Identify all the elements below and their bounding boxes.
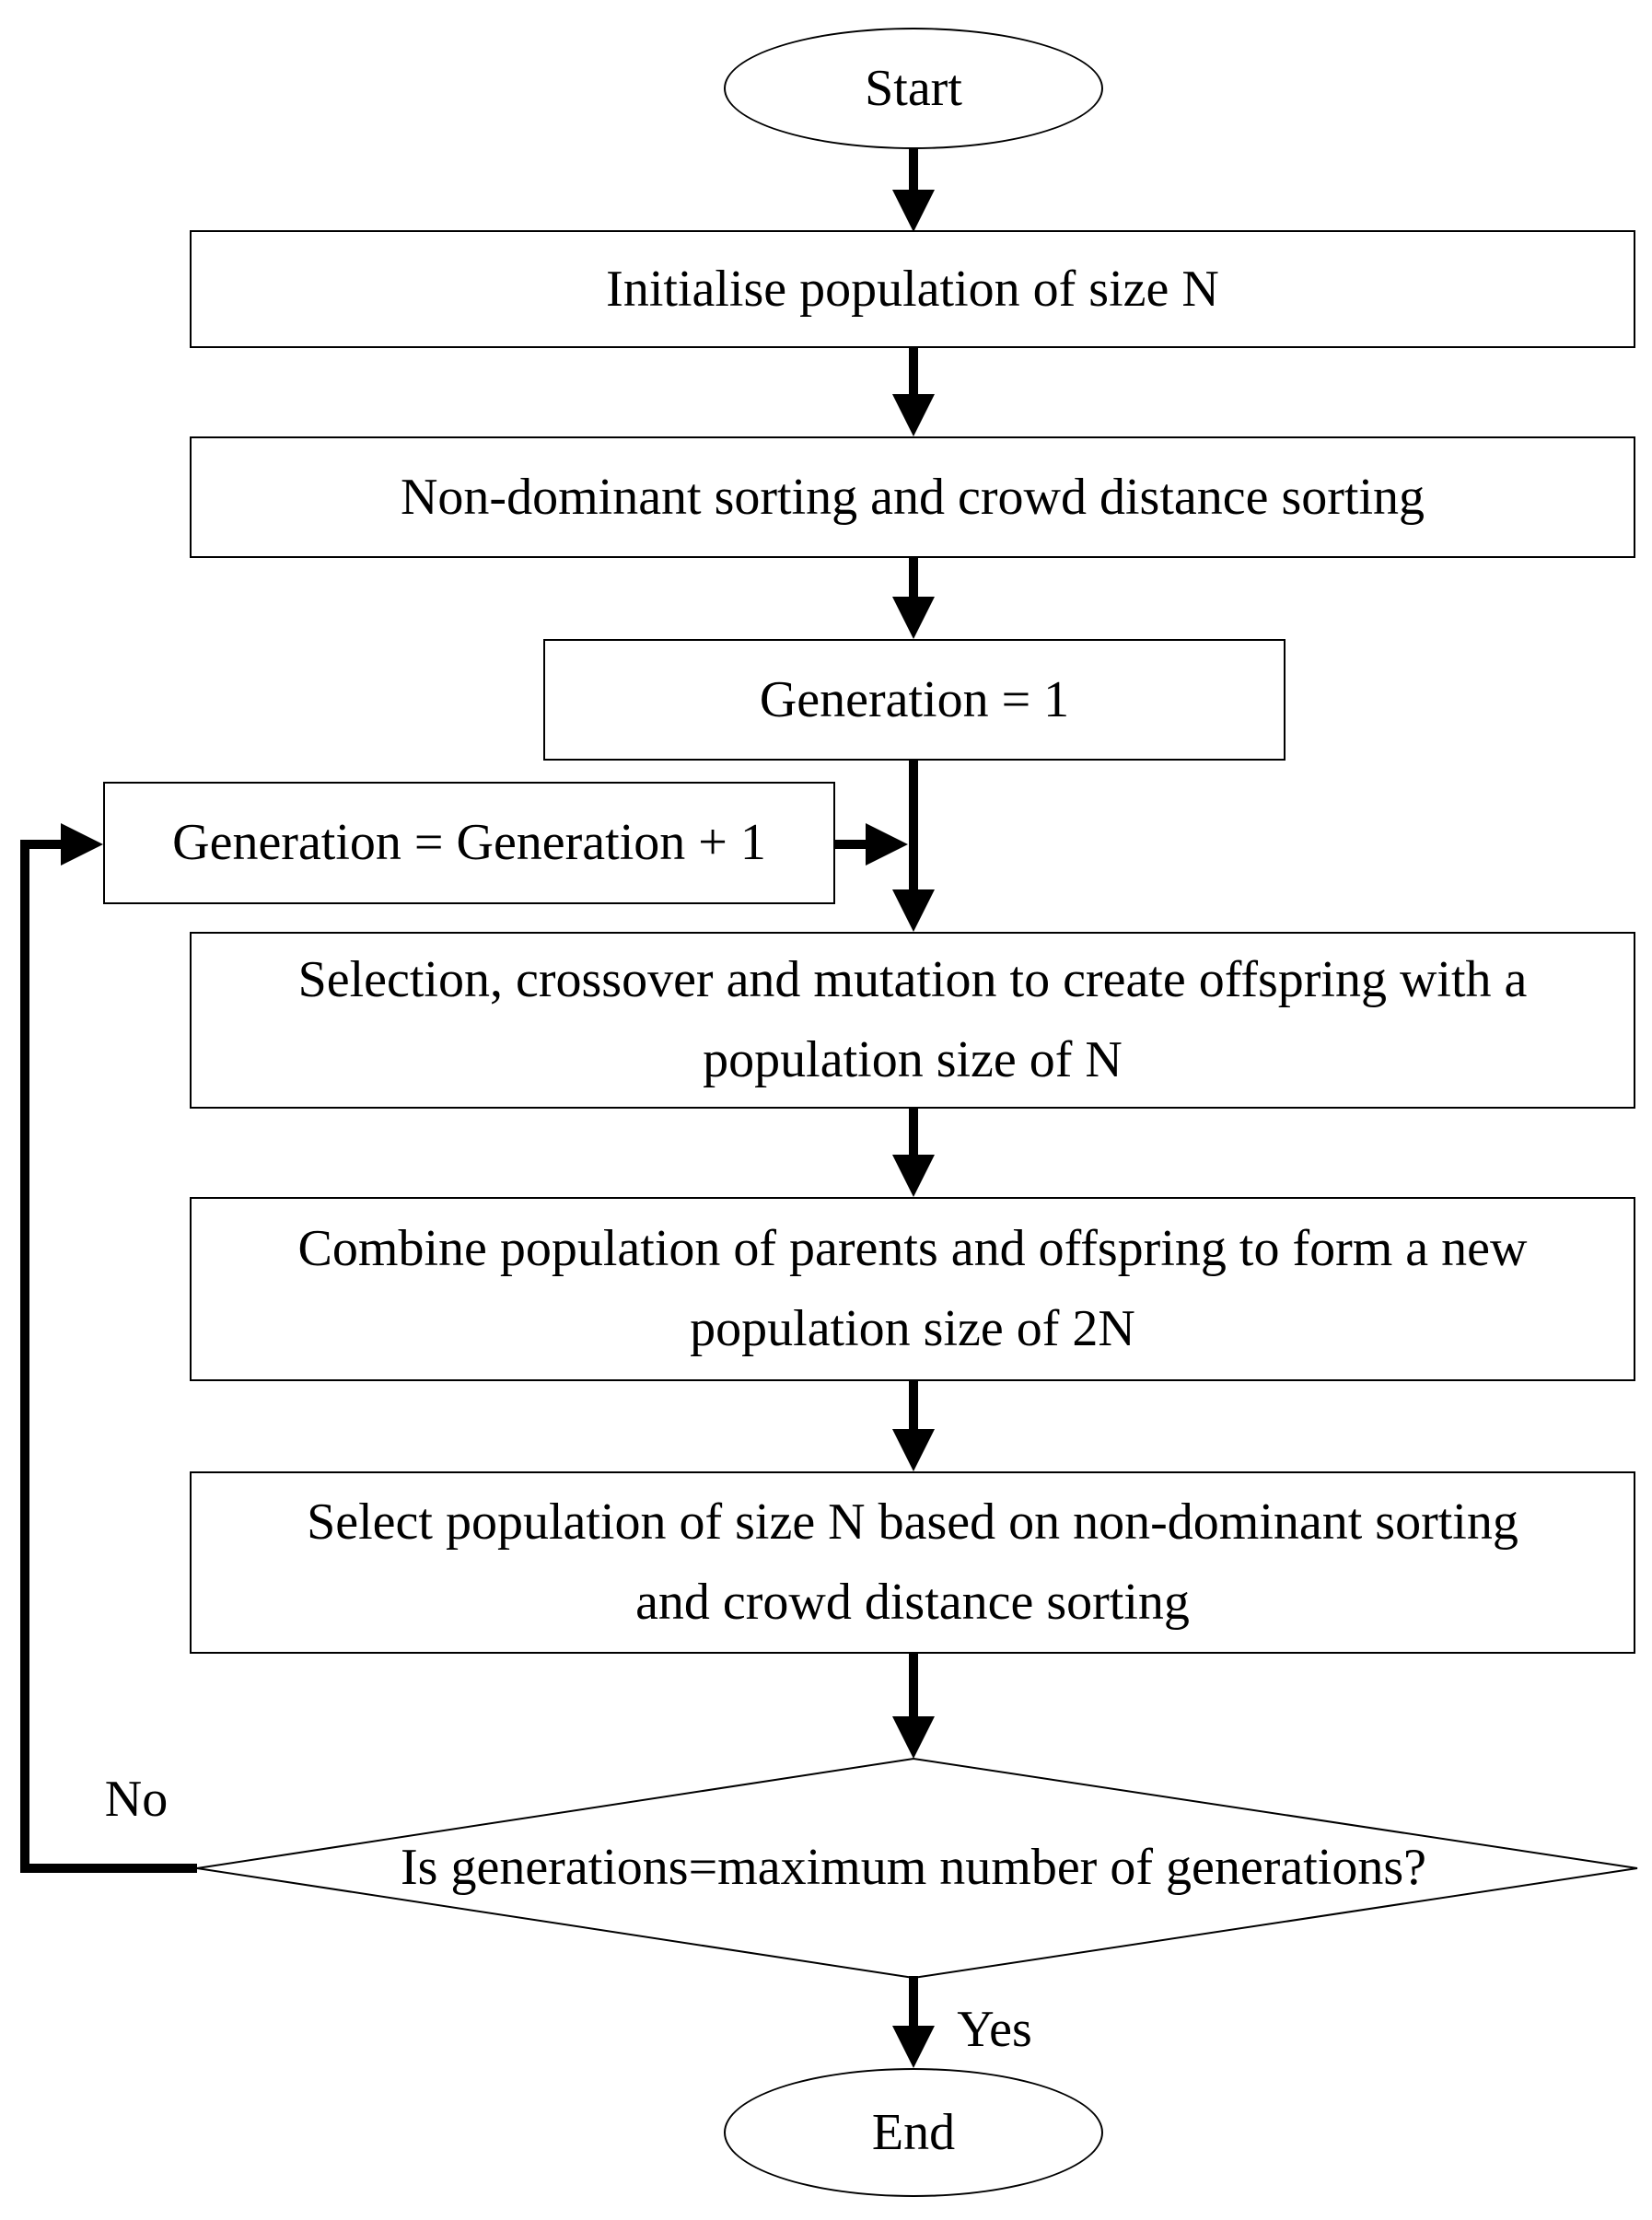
generation-1-label: Generation = 1	[759, 670, 1070, 728]
node-selection-crossover-mutation: Selection, crossover and mutation to cre…	[190, 932, 1635, 1109]
start-label: Start	[865, 59, 962, 117]
node-decision-text: Is generations=maximum number of generat…	[282, 1827, 1545, 1910]
edge-label-no: No	[72, 1768, 201, 1832]
node-combine-population: Combine population of parents and offspr…	[190, 1197, 1635, 1381]
edge-generation1-selection-arrowhead	[892, 889, 935, 932]
edge-no-feedback	[20, 840, 197, 1873]
initialise-label: Initialise population of size N	[606, 260, 1219, 318]
selection-label: Selection, crossover and mutation to cre…	[297, 951, 1528, 1088]
edge-decision-end-arrowhead	[892, 2026, 935, 2068]
end-label: End	[871, 2103, 956, 2161]
no-label: No	[104, 1771, 169, 1829]
node-generation-1: Generation = 1	[543, 639, 1286, 761]
combine-label: Combine population of parents and offspr…	[297, 1220, 1528, 1357]
edge-no-feedback-arrowhead	[61, 823, 103, 866]
edge-label-yes: Yes	[939, 1998, 1050, 2063]
node-select-population: Select population of size N based on non…	[190, 1471, 1635, 1654]
edge-combine-selectn-arrowhead	[892, 1429, 935, 1471]
edge-sorting-generation1-arrowhead	[892, 597, 935, 639]
node-generation-increment: Generation = Generation + 1	[103, 782, 835, 904]
edge-start-initialise-arrowhead	[892, 190, 935, 232]
select-population-label: Select population of size N based on non…	[307, 1494, 1518, 1631]
node-end-terminator: End	[724, 2068, 1103, 2197]
edge-selectn-decision-arrowhead	[892, 1716, 935, 1759]
decision-label: Is generations=maximum number of generat…	[401, 1839, 1426, 1897]
edge-generationinc-main-arrowhead	[866, 823, 908, 866]
node-nondominant-sorting: Non-dominant sorting and crowd distance …	[190, 436, 1635, 558]
sorting-label: Non-dominant sorting and crowd distance …	[400, 468, 1425, 526]
yes-label: Yes	[957, 2001, 1032, 2059]
generation-increment-label: Generation = Generation + 1	[172, 814, 766, 872]
node-start-terminator: Start	[724, 28, 1103, 149]
node-initialise-population: Initialise population of size N	[190, 230, 1635, 348]
edge-initialise-sorting-arrowhead	[892, 394, 935, 436]
edge-selection-combine-arrowhead	[892, 1155, 935, 1197]
